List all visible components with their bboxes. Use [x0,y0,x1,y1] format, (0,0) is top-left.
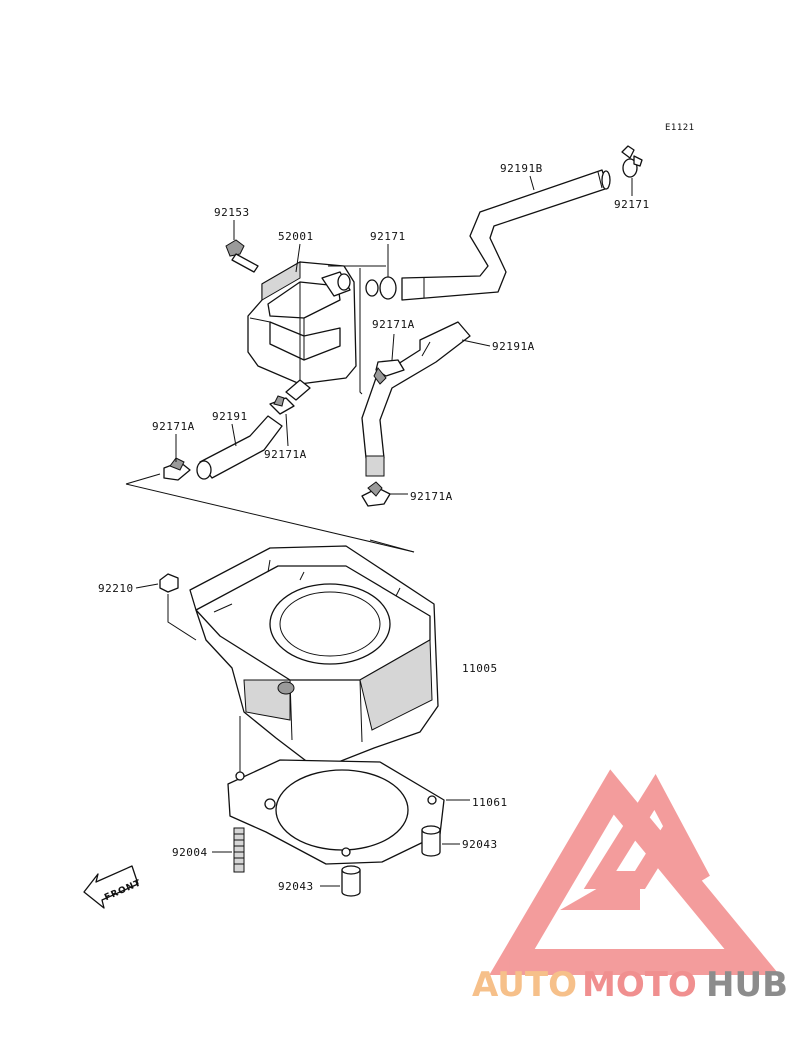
bolt [225,239,259,273]
cap-92210 [159,573,179,593]
part-label-92171A-left: 92171A [152,420,195,433]
part-label-92043-bottom: 92043 [278,880,314,893]
clamp-92171A-mid [269,395,295,415]
part-label-11061: 11061 [472,796,508,809]
part-label-52001: 52001 [278,230,314,243]
front-direction-arrow: FRONT [83,865,143,909]
part-label-92004: 92004 [172,846,208,859]
clamp-92171-right [621,145,643,178]
part-label-92171A-upper: 92171A [372,318,415,331]
part-label-92191A: 92191A [492,340,535,353]
part-label-92043-right: 92043 [462,838,498,851]
watermark-hub: HUB [706,965,788,1005]
cylinder-block [189,545,439,771]
part-label-92171-top: 92171 [370,230,406,243]
part-label-92191B: 92191B [500,162,543,175]
part-label-92171A-bottom: 92171A [410,490,453,503]
gasket [227,759,445,865]
clamp-92171A-upper [373,359,405,385]
hose-92191A [361,321,471,477]
watermark-logo [489,769,780,975]
part-label-92171A-mid: 92171A [264,448,307,461]
part-label-92191: 92191 [212,410,248,423]
stud-92004 [233,827,245,873]
dowel-92043-right [421,825,441,857]
part-label-92210: 92210 [98,582,134,595]
watermark-auto: AUTO [472,965,577,1005]
clamp-92171A-bottom [361,481,391,507]
clamp-92171-top [365,276,397,300]
part-label-92171-right: 92171 [614,198,650,211]
clamp-92171A-left [163,457,191,481]
watermark-moto: MOTO [582,965,697,1005]
watermark-text: AUTO MOTO HUB [472,965,788,1005]
dowel-92043-bottom [341,865,361,897]
hose-92191B [401,169,611,301]
part-label-11005: 11005 [462,662,498,675]
reservoir-tank [247,261,357,401]
part-label-92153: 92153 [214,206,250,219]
ref-code: E1121 [665,123,695,133]
hose-92191 [196,415,283,480]
